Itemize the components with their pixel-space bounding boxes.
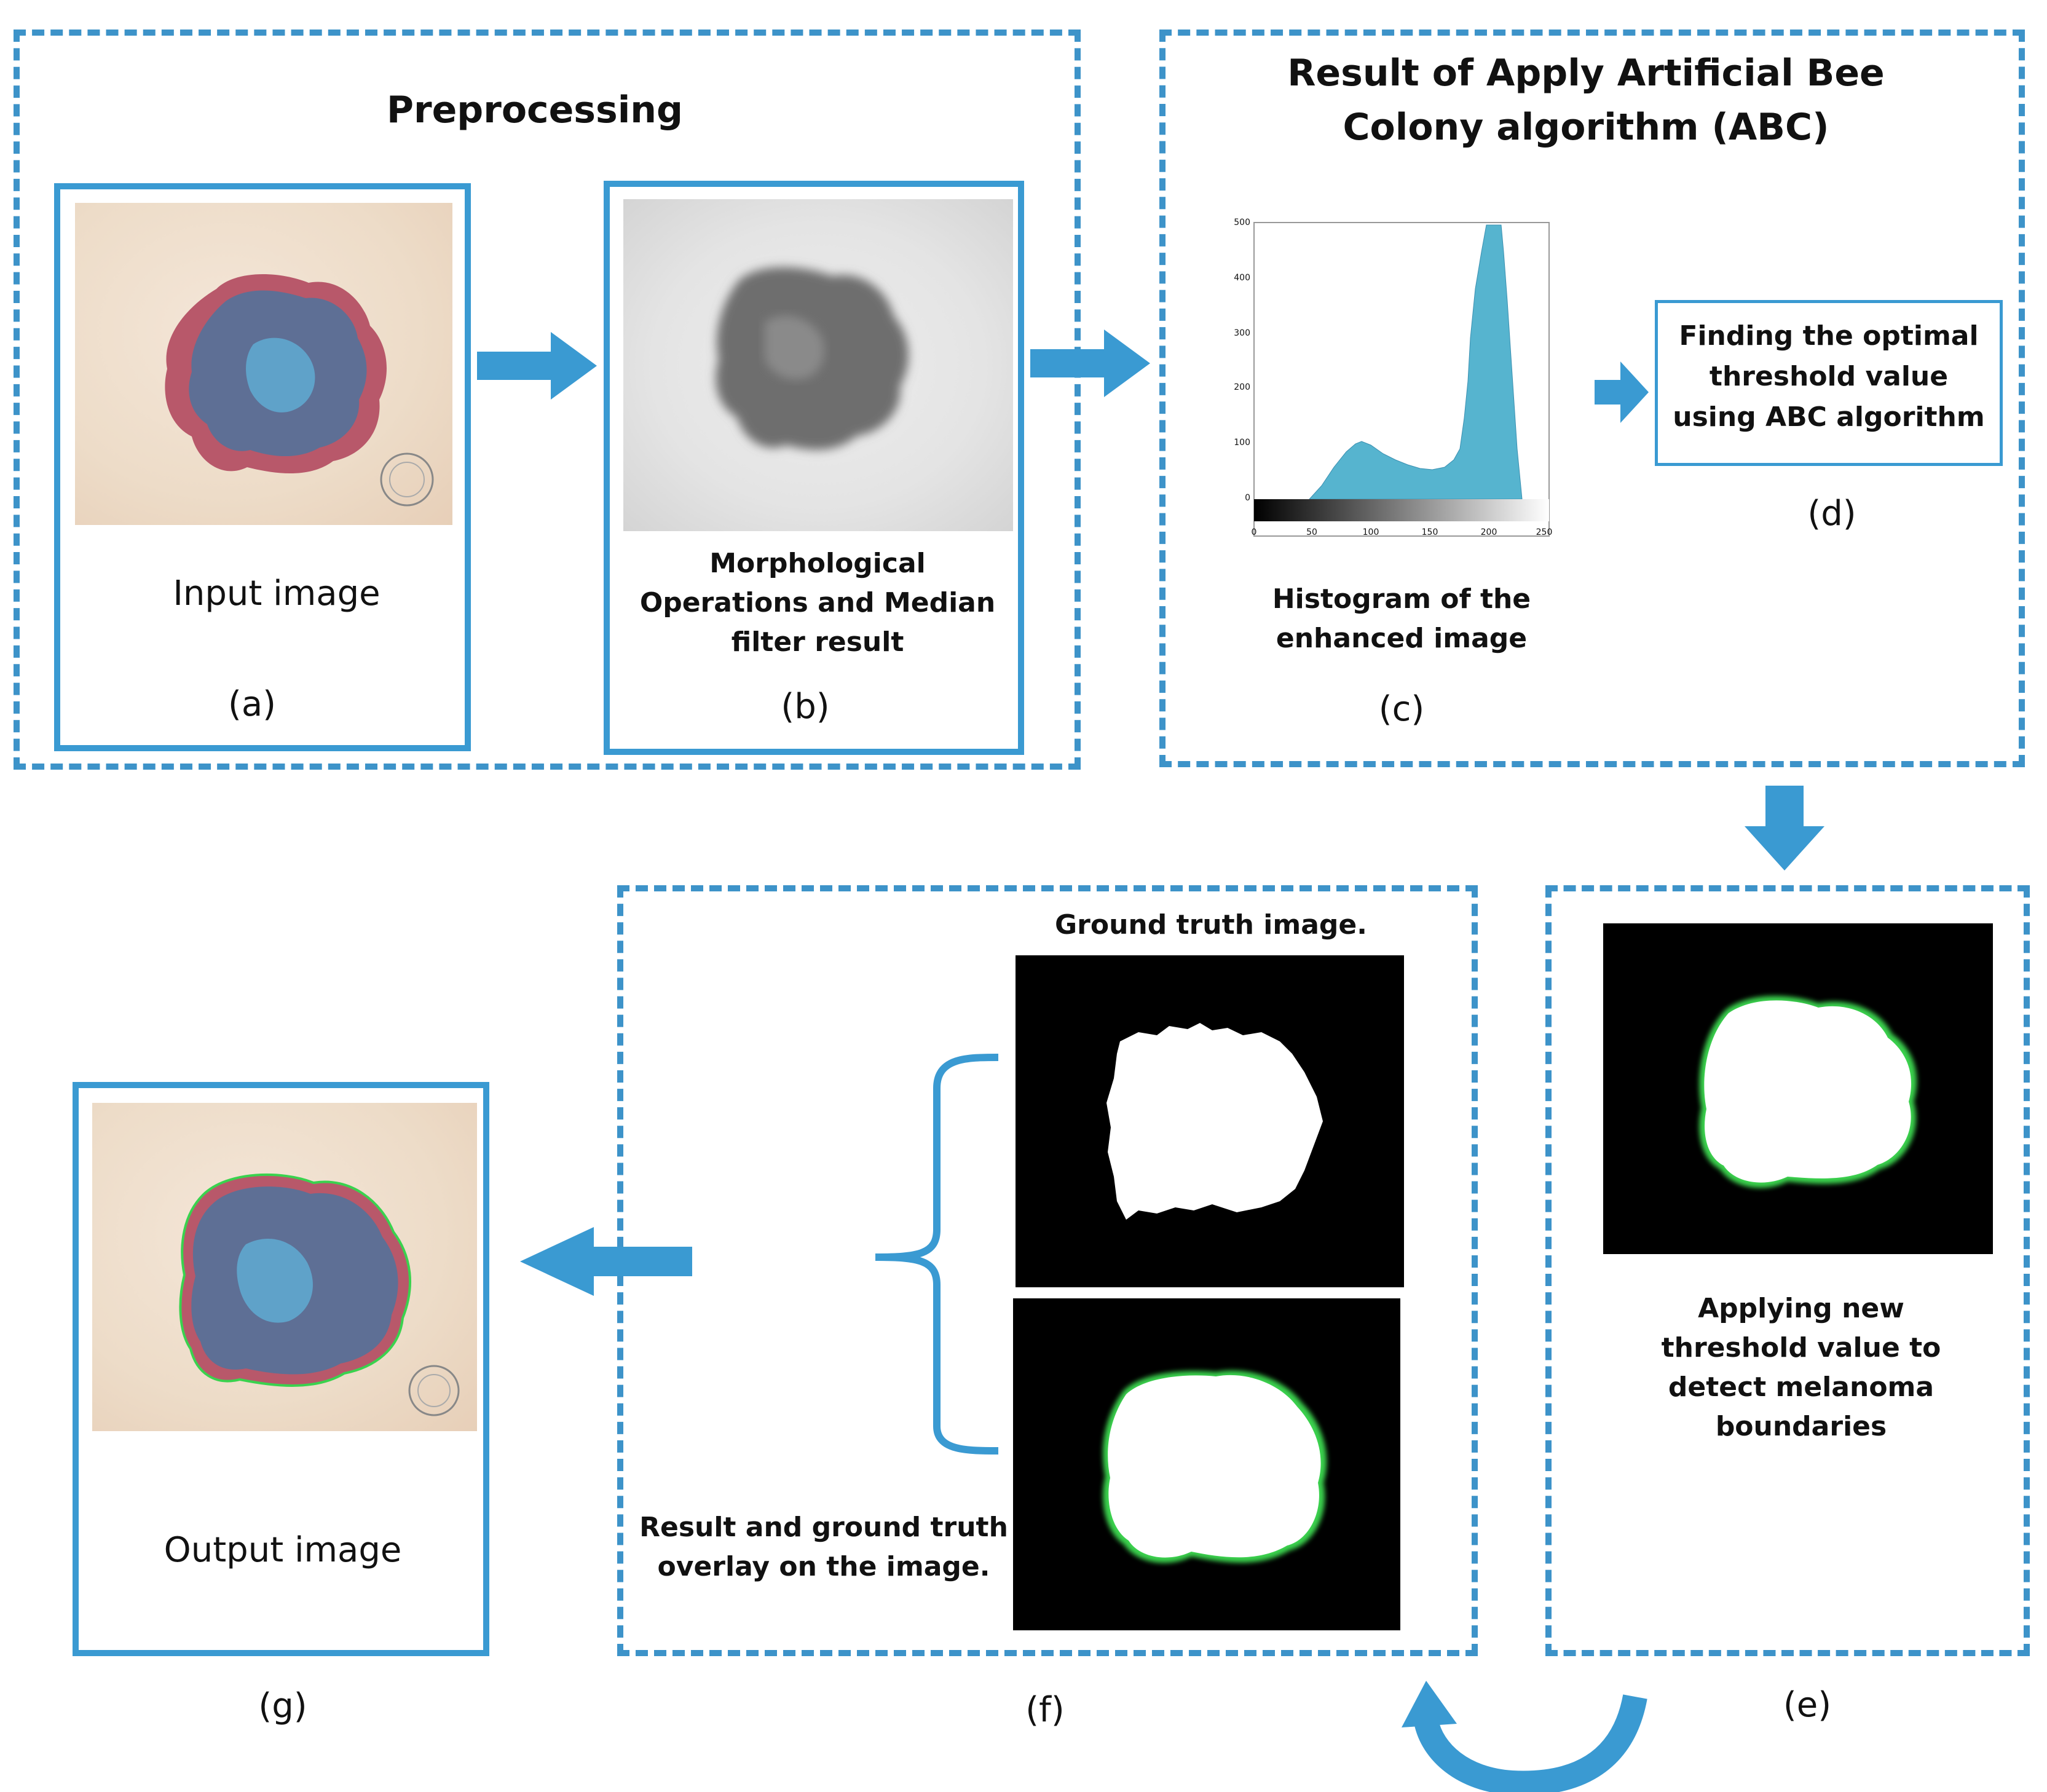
input-image-caption: Input image: [173, 574, 381, 614]
new-threshold-caption-line4: boundaries: [1715, 1411, 1887, 1442]
morph-caption-line1: Morphological: [709, 548, 926, 579]
threshold-mask-graphic: [1699, 996, 1917, 1188]
label-d: (d): [1807, 494, 1856, 534]
ground-truth-mask-graphic: [1106, 1023, 1323, 1220]
curved-arrow-icon: [1402, 1681, 1647, 1792]
preprocessing-title: Preprocessing: [387, 89, 683, 132]
arrow-left-icon: [520, 1227, 692, 1296]
threshold-finding-box: [1655, 300, 2003, 466]
abc-result-panel: [1159, 30, 2025, 767]
new-threshold-caption-line1: Applying new: [1698, 1293, 1904, 1324]
hist-y-tick: 100: [1234, 438, 1250, 448]
abc-title-line2: Colony algorithm (ABC): [1343, 106, 1829, 149]
ground-truth-image: [1016, 955, 1404, 1287]
new-threshold-panel: [1545, 885, 2030, 1656]
ground-truth-caption: Ground truth image.: [1055, 909, 1367, 941]
hist-x-tick: 200: [1480, 527, 1497, 537]
new-threshold-caption-line2: threshold value to: [1661, 1332, 1941, 1364]
histogram-chart: 500 400 300 200 100 0 0 50 100 150 200 2…: [1223, 215, 1568, 547]
hist-y-tick: 200: [1234, 382, 1250, 392]
arrow-right-icon: [477, 332, 597, 400]
input-image: [75, 203, 452, 525]
hist-y-tick: 300: [1234, 328, 1250, 338]
label-a: (a): [227, 684, 276, 724]
hist-x-tick: 250: [1536, 527, 1553, 537]
arrow-right-icon: [1030, 330, 1150, 397]
morph-caption-line3: filter result: [731, 626, 904, 658]
arrow-down-icon: [1745, 786, 1824, 870]
overlay-caption-line1: Result and ground truth: [639, 1512, 1008, 1543]
hist-y-tick: 500: [1234, 218, 1250, 227]
threshold-box-line1: Finding the optimal: [1679, 320, 1979, 352]
new-threshold-caption-line3: detect melanoma: [1668, 1372, 1935, 1403]
overlay-result-image: [1013, 1298, 1400, 1630]
threshold-box-line2: threshold value: [1709, 361, 1949, 392]
output-lesion-graphic: [179, 1173, 460, 1416]
histogram-caption-line1: Histogram of the: [1272, 583, 1531, 615]
threshold-result-image: [1603, 923, 1993, 1254]
morph-image: [623, 199, 1013, 531]
preprocessing-panel: [14, 30, 1081, 770]
hist-x-tick: 150: [1421, 527, 1438, 537]
brace-icon: [875, 1054, 999, 1455]
label-e: (e): [1783, 1685, 1832, 1725]
histogram-caption-line2: enhanced image: [1276, 623, 1528, 654]
label-g: (g): [258, 1686, 307, 1726]
blurred-lesion-graphic: [716, 267, 909, 450]
morph-caption-line2: Operations and Median: [639, 587, 996, 618]
overlay-mask-graphic: [1103, 1370, 1327, 1563]
label-c: (c): [1378, 689, 1425, 729]
hist-x-tick: 50: [1306, 527, 1317, 537]
arrow-right-icon: [1595, 361, 1649, 423]
output-image-caption: Output image: [164, 1530, 402, 1570]
output-image: [92, 1103, 477, 1431]
threshold-box-line3: using ABC algorithm: [1673, 401, 1985, 433]
label-f: (f): [1025, 1690, 1065, 1730]
overlay-caption-line2: overlay on the image.: [657, 1551, 990, 1582]
hist-x-tick: 100: [1362, 527, 1379, 537]
hist-y-tick: 400: [1234, 273, 1250, 283]
lesion-graphic: [165, 274, 434, 507]
abc-title-line1: Result of Apply Artificial Bee: [1287, 52, 1885, 95]
hist-x-tick: 0: [1251, 527, 1257, 537]
hist-y-tick: 0: [1245, 493, 1250, 503]
histogram-svg: [1253, 222, 1550, 537]
label-b: (b): [781, 687, 830, 727]
